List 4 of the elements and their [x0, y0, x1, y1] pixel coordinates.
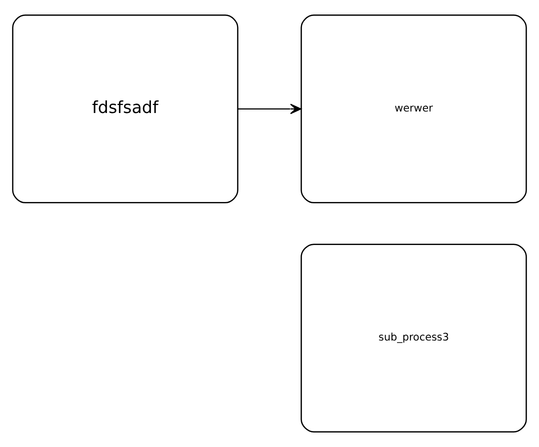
node-box: sub_process3: [300, 244, 527, 432]
arrow: [238, 104, 302, 114]
node-box: werwer: [300, 14, 527, 204]
node-box: fdsfsadf: [12, 14, 238, 204]
